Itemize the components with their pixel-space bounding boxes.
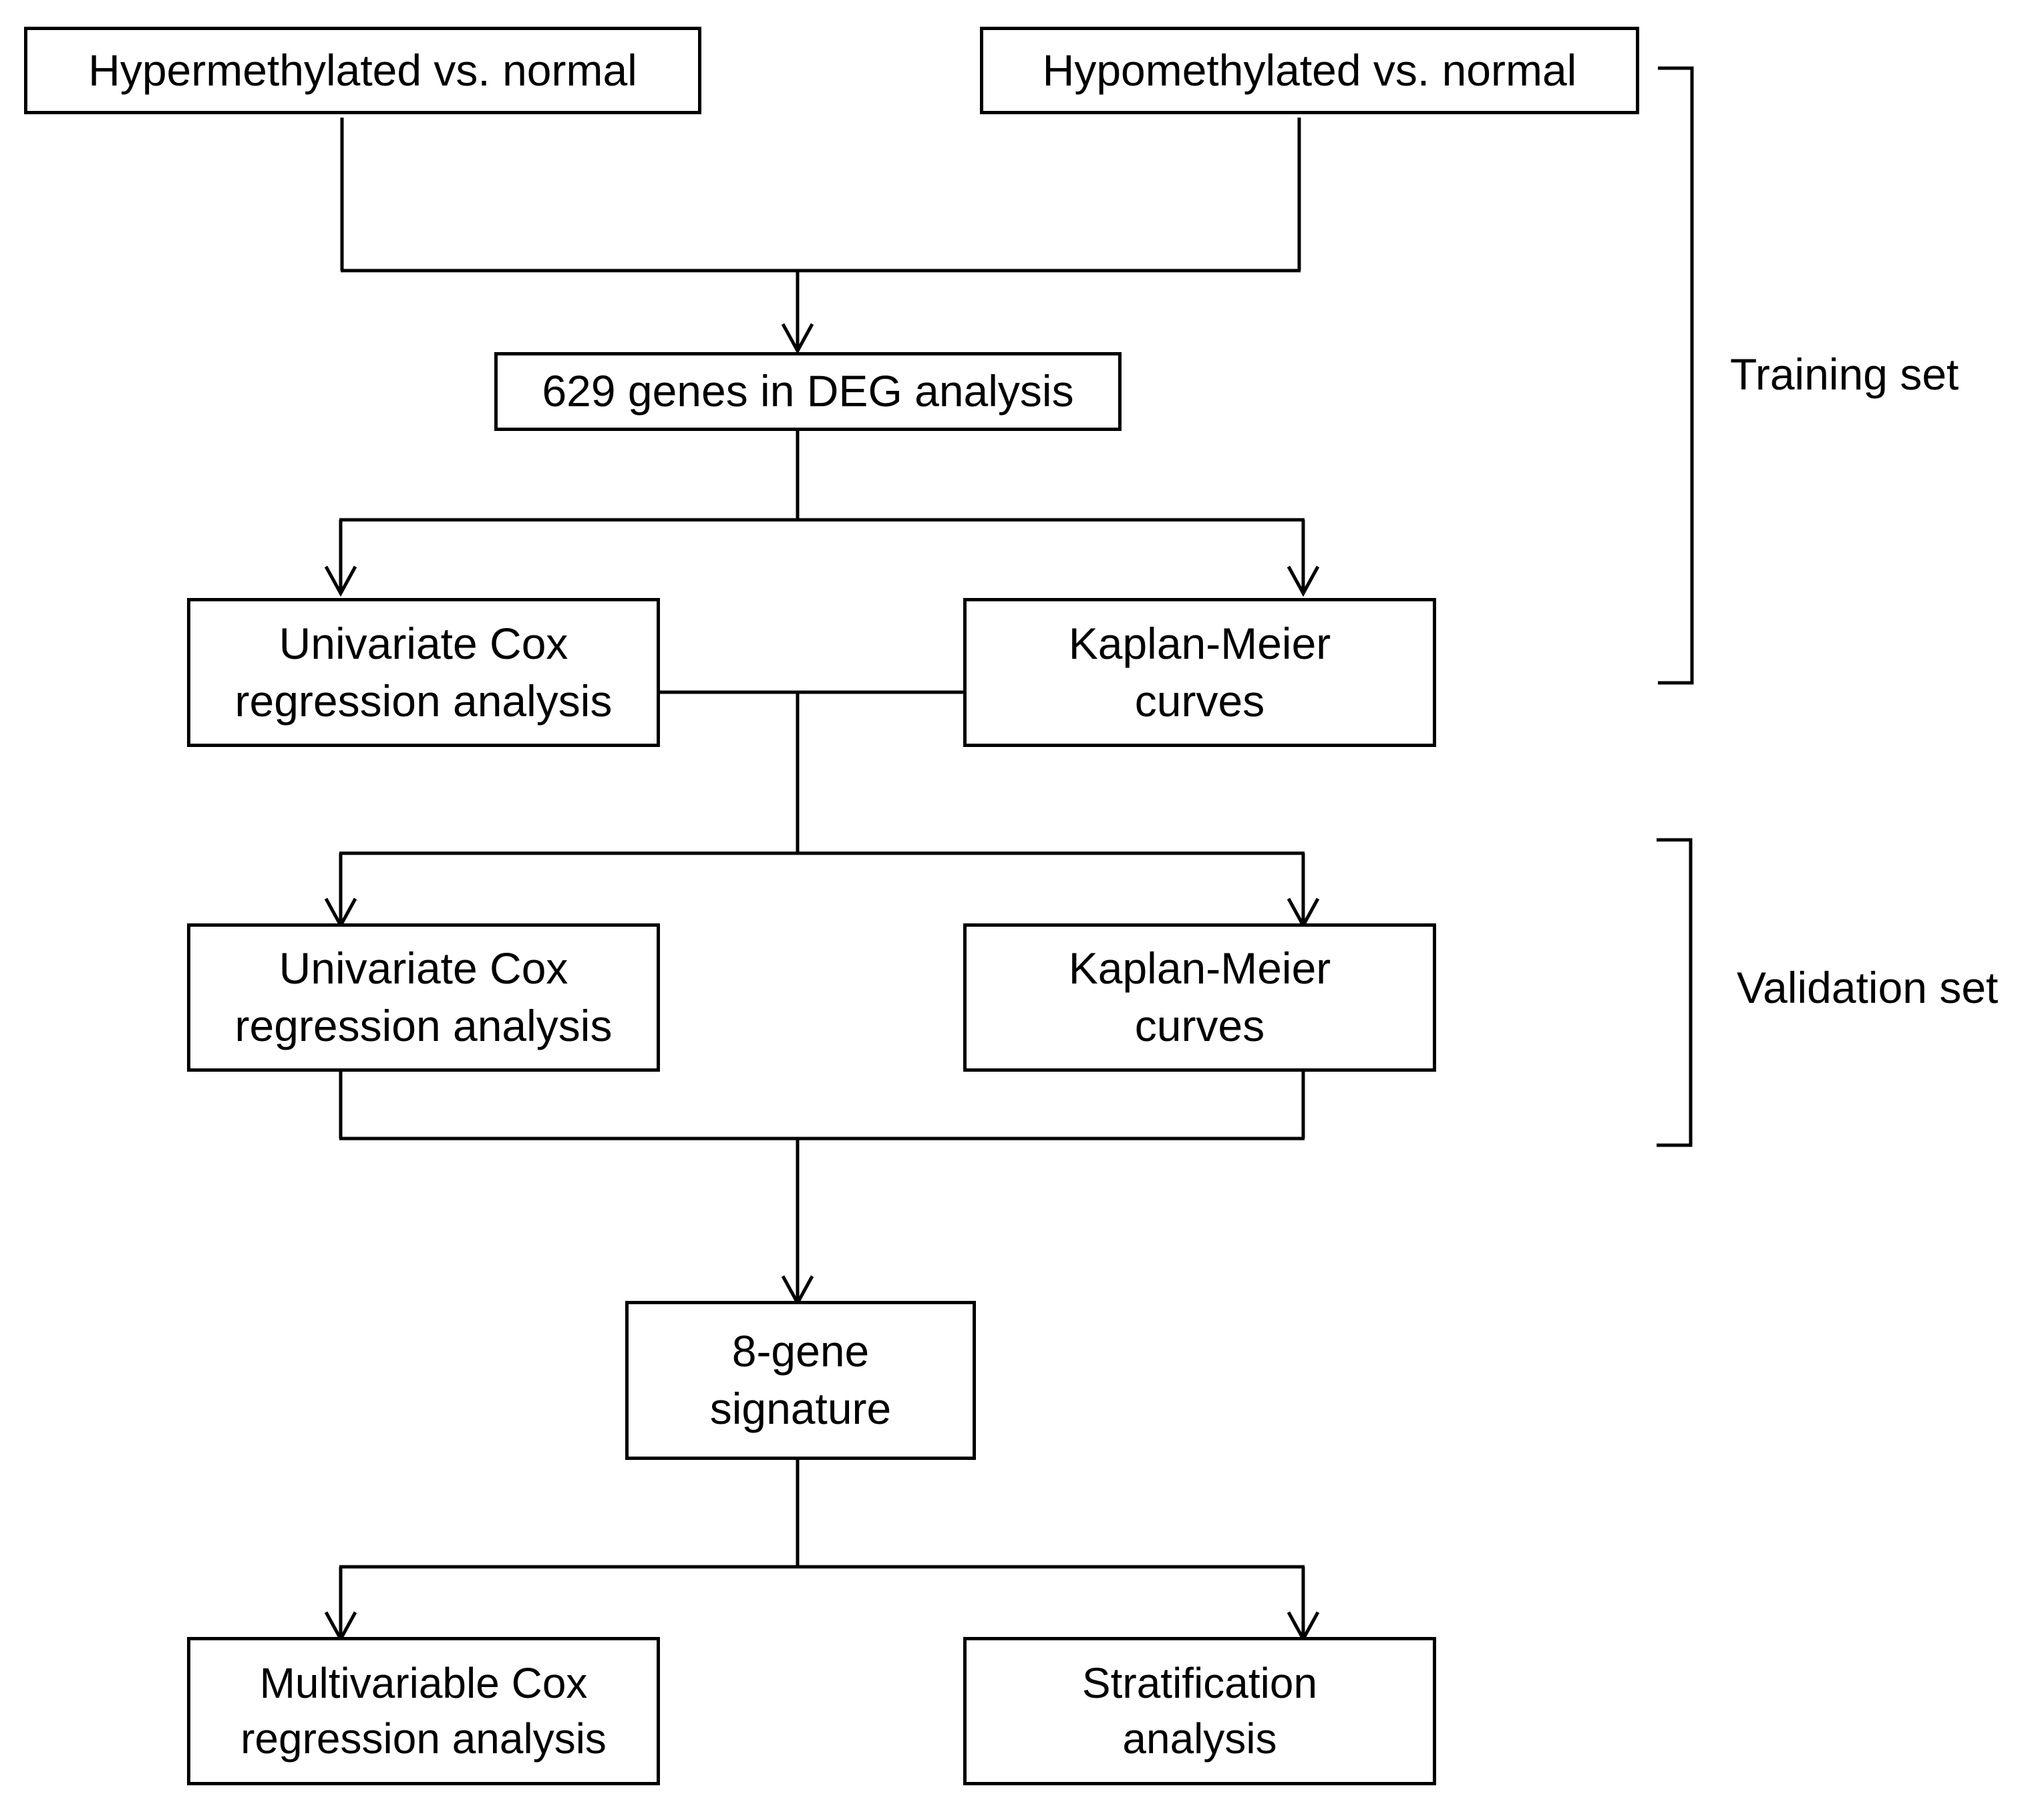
stratification-analysis-box: Stratification analysis xyxy=(963,1637,1436,1785)
box-label: curves xyxy=(1134,1001,1265,1050)
box-label: regression analysis xyxy=(234,675,613,726)
arrowhead xyxy=(781,323,814,355)
eight-gene-signature-box: 8-gene signature xyxy=(625,1301,976,1460)
validation-kaplan-meier-box: Kaplan-Meier curves xyxy=(963,923,1436,1072)
training-univariate-cox-box: Univariate Cox regression analysis xyxy=(187,598,660,747)
hypermethylated-box: Hypermethylated vs. normal xyxy=(24,27,701,114)
training-kaplan-meier-box: Kaplan-Meier curves xyxy=(963,598,1436,747)
validation-set-bracket xyxy=(1657,838,1693,1147)
box-label: Stratification xyxy=(1081,1658,1318,1707)
box-label: Univariate Cox xyxy=(279,618,568,668)
box-label: curves xyxy=(1134,675,1265,726)
box-label: regression analysis xyxy=(240,1714,607,1763)
box-label: analysis xyxy=(1122,1714,1277,1763)
box-label: Kaplan-Meier xyxy=(1068,943,1331,994)
box-label: 8-gene xyxy=(731,1326,870,1376)
box-label: Kaplan-Meier xyxy=(1068,618,1331,668)
box-label: Hypomethylated vs. normal xyxy=(1042,45,1577,95)
training-set-bracket xyxy=(1658,66,1694,685)
box-label: regression analysis xyxy=(234,1001,613,1050)
arrowhead xyxy=(1287,565,1320,597)
box-label: Hypermethylated vs. normal xyxy=(88,45,637,95)
training-set-label: Training set xyxy=(1730,349,1959,399)
box-label: Univariate Cox xyxy=(279,943,568,994)
box-label: 629 genes in DEG analysis xyxy=(542,366,1074,416)
box-label: signature xyxy=(709,1384,892,1433)
multivariable-cox-box: Multivariable Cox regression analysis xyxy=(187,1637,660,1785)
validation-set-label: Validation set xyxy=(1737,963,1999,1012)
box-label: Multivariable Cox xyxy=(259,1658,588,1707)
deg-analysis-box: 629 genes in DEG analysis xyxy=(494,352,1122,431)
hypomethylated-box: Hypomethylated vs. normal xyxy=(980,27,1639,114)
arrowhead xyxy=(324,565,357,597)
validation-univariate-cox-box: Univariate Cox regression analysis xyxy=(187,923,660,1072)
